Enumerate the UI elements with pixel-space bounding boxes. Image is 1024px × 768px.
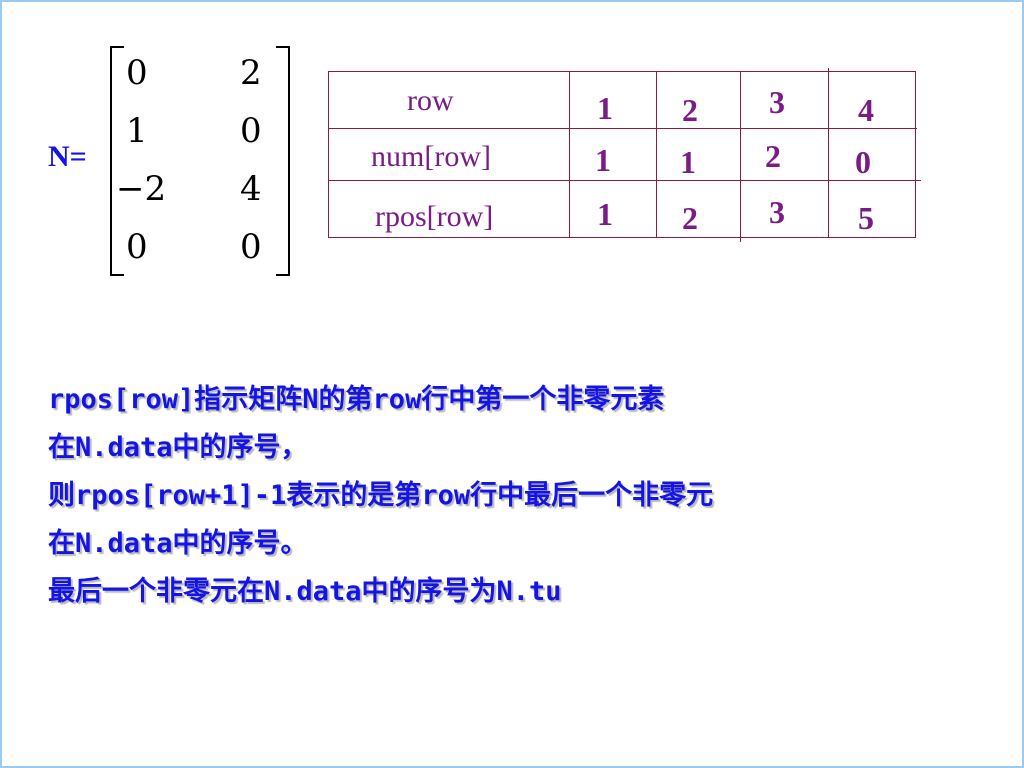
table-cell: 4 [858,92,874,128]
explanation-text: rpos[row]指示矩阵N的第row行中第一个非零元素 在N.data中的序号… [48,376,1008,616]
table-col-divider [656,72,657,238]
matrix-cell: −2 [116,169,167,209]
table-col-divider [828,68,829,238]
table-cell: 2 [682,92,698,128]
table-row-label: rpos[row] [375,200,494,233]
matrix-cell: 0 [240,227,262,267]
matrix-label: N= [48,140,87,173]
matrix-cell: 4 [240,169,262,209]
table-row-label: num[row] [371,140,491,173]
matrix-cell: 0 [126,53,148,93]
matrix-cell: 2 [240,53,262,93]
table-row-divider [329,180,921,181]
explanation-line: 则rpos[row+1]-1表示的是第row行中最后一个非零元 [48,480,714,511]
rpos-table: row num[row] rpos[row] 1 2 3 4 1 1 2 0 1… [328,68,921,242]
table-cell: 1 [597,196,613,232]
table-cell: 0 [855,144,871,180]
table-col-divider [569,72,570,238]
matrix-right-bracket [276,46,290,276]
explanation-line: rpos[row]指示矩阵N的第row行中第一个非零元素 [48,384,665,415]
table-cell: 1 [597,90,613,126]
explanation-line: 在N.data中的序号， [48,432,308,463]
table-cell: 3 [769,194,785,230]
table-cell: 2 [682,200,698,236]
table-row-divider [329,128,917,129]
explanation-line: 在N.data中的序号。 [48,528,308,559]
matrix-cell: 0 [240,111,262,151]
matrix-n: 0 2 1 0 −2 4 0 0 [110,44,290,276]
table-cell: 2 [765,138,781,174]
table-row-label: row [407,84,454,117]
matrix-cell: 0 [126,227,148,267]
table-cell: 1 [680,144,696,180]
matrix-cell: 1 [126,111,148,151]
matrix-left-bracket [110,46,124,276]
explanation-line: 最后一个非零元在N.data中的序号为N.tu [48,576,562,607]
table-cell: 5 [858,200,874,236]
table-col-divider [740,72,741,242]
table-cell: 3 [769,84,785,120]
table-cell: 1 [595,142,611,178]
